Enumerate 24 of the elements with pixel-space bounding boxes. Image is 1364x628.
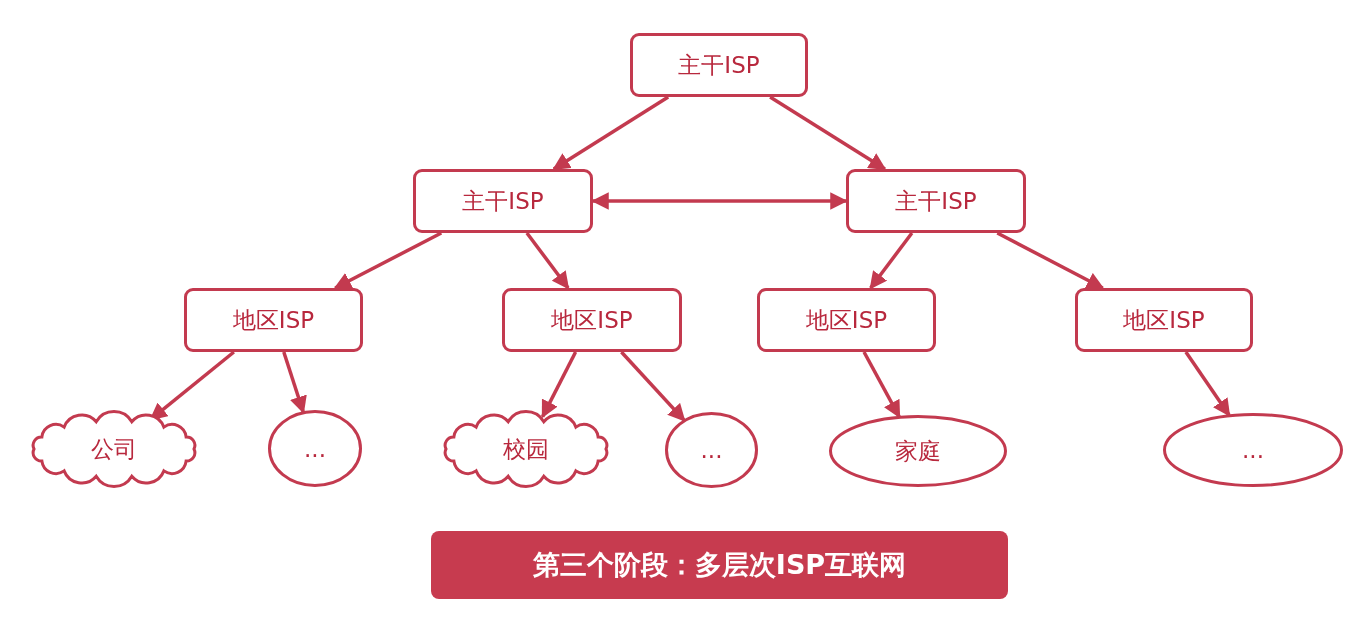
- isp-box: 主干ISP: [630, 33, 808, 97]
- arrow: [149, 350, 235, 421]
- arrow: [541, 351, 578, 419]
- isp-box: 地区ISP: [184, 288, 363, 352]
- arrow: [996, 231, 1105, 290]
- arrow: [620, 350, 686, 422]
- ellipse-node: ...: [268, 410, 362, 487]
- isp-box: 地区ISP: [1075, 288, 1253, 352]
- ellipse-node: 家庭: [829, 415, 1007, 487]
- arrow: [869, 231, 914, 290]
- isp-box: 地区ISP: [757, 288, 936, 352]
- arrow: [1184, 351, 1231, 417]
- isp-box: 地区ISP: [502, 288, 682, 352]
- arrow: [525, 231, 570, 290]
- ellipse-node: ...: [1163, 413, 1343, 487]
- arrow: [333, 231, 443, 290]
- arrow: [769, 95, 887, 171]
- arrow: [591, 192, 848, 210]
- isp-box: 主干ISP: [413, 169, 593, 233]
- isp-box: 主干ISP: [846, 169, 1026, 233]
- stage-banner: 第三个阶段：多层次ISP互联网: [431, 531, 1008, 599]
- arrow: [282, 351, 307, 414]
- ellipse-node: ...: [665, 412, 758, 488]
- arrow: [552, 95, 670, 171]
